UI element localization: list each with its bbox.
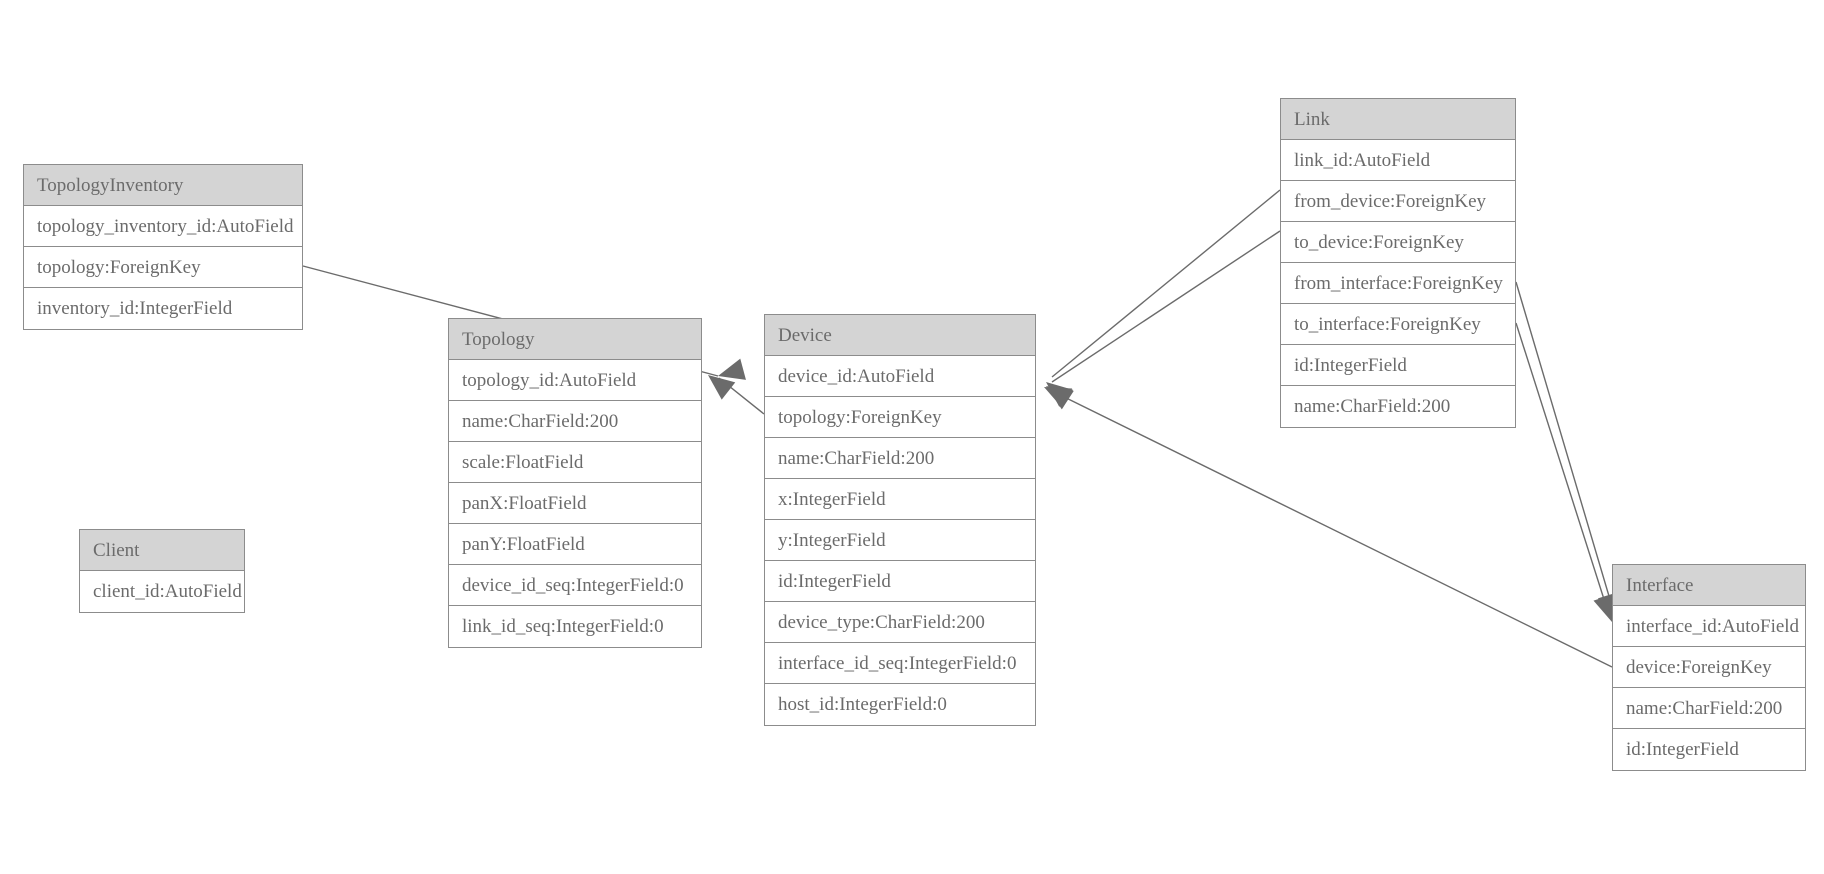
relation-arrowhead: [708, 375, 736, 400]
relation-line: [1051, 230, 1281, 383]
relation-line: [1051, 189, 1281, 378]
entity-field-row: topology_inventory_id:AutoField: [24, 206, 302, 247]
entity-field-row: x:IntegerField: [765, 479, 1035, 520]
relation-device-topology: [708, 375, 765, 415]
entity-title-device: Device: [765, 315, 1035, 356]
relation-link-tointerface-interface: [1515, 322, 1615, 622]
entity-field-row: to_device:ForeignKey: [1281, 222, 1515, 263]
entity-field-row: scale:FloatField: [449, 442, 701, 483]
entity-field-row: device:ForeignKey: [1613, 647, 1805, 688]
entity-field-row: panY:FloatField: [449, 524, 701, 565]
entity-title-topologyinventory: TopologyInventory: [24, 165, 302, 206]
entity-title-link: Link: [1281, 99, 1515, 140]
entity-title-interface: Interface: [1613, 565, 1805, 606]
entity-field-row: interface_id_seq:IntegerField:0: [765, 643, 1035, 684]
relation-arrowhead: [1046, 382, 1074, 407]
entity-field-row: id:IntegerField: [765, 561, 1035, 602]
relation-link-frominterface-interface: [1515, 281, 1619, 620]
entity-field-row: client_id:AutoField: [80, 571, 244, 612]
entity-field-row: topology:ForeignKey: [24, 247, 302, 288]
entity-field-row: name:CharField:200: [1281, 386, 1515, 427]
relation-arrowhead: [718, 358, 746, 380]
entity-field-row: link_id_seq:IntegerField:0: [449, 606, 701, 647]
entity-field-row: device_type:CharField:200: [765, 602, 1035, 643]
relation-link-fromdevice-device: [1046, 189, 1281, 407]
entity-field-row: panX:FloatField: [449, 483, 701, 524]
entity-field-row: host_id:IntegerField:0: [765, 684, 1035, 725]
entity-field-row: topology_id:AutoField: [449, 360, 701, 401]
entity-field-row: id:IntegerField: [1281, 345, 1515, 386]
entity-title-client: Client: [80, 530, 244, 571]
entity-field-row: name:CharField:200: [765, 438, 1035, 479]
relation-line: [1515, 281, 1615, 614]
entity-field-row: inventory_id:IntegerField: [24, 288, 302, 329]
entity-field-row: to_interface:ForeignKey: [1281, 304, 1515, 345]
entity-field-row: id:IntegerField: [1613, 729, 1805, 770]
relation-line: [1515, 322, 1610, 616]
entity-field-row: from_interface:ForeignKey: [1281, 263, 1515, 304]
relation-arrowhead: [1046, 386, 1074, 410]
entity-field-row: interface_id:AutoField: [1613, 606, 1805, 647]
entity-field-row: device_id_seq:IntegerField:0: [449, 565, 701, 606]
relation-line: [1049, 389, 1613, 668]
entity-title-topology: Topology: [449, 319, 701, 360]
entity-field-row: device_id:AutoField: [765, 356, 1035, 397]
entity-field-row: y:IntegerField: [765, 520, 1035, 561]
relation-link-todevice-device: [1046, 230, 1281, 410]
entity-field-row: link_id:AutoField: [1281, 140, 1515, 181]
entity-field-row: name:CharField:200: [1613, 688, 1805, 729]
relation-line: [718, 377, 765, 415]
entity-field-row: topology:ForeignKey: [765, 397, 1035, 438]
entity-field-row: name:CharField:200: [449, 401, 701, 442]
entity-field-row: from_device:ForeignKey: [1281, 181, 1515, 222]
relation-arrowhead: [1044, 387, 1073, 409]
